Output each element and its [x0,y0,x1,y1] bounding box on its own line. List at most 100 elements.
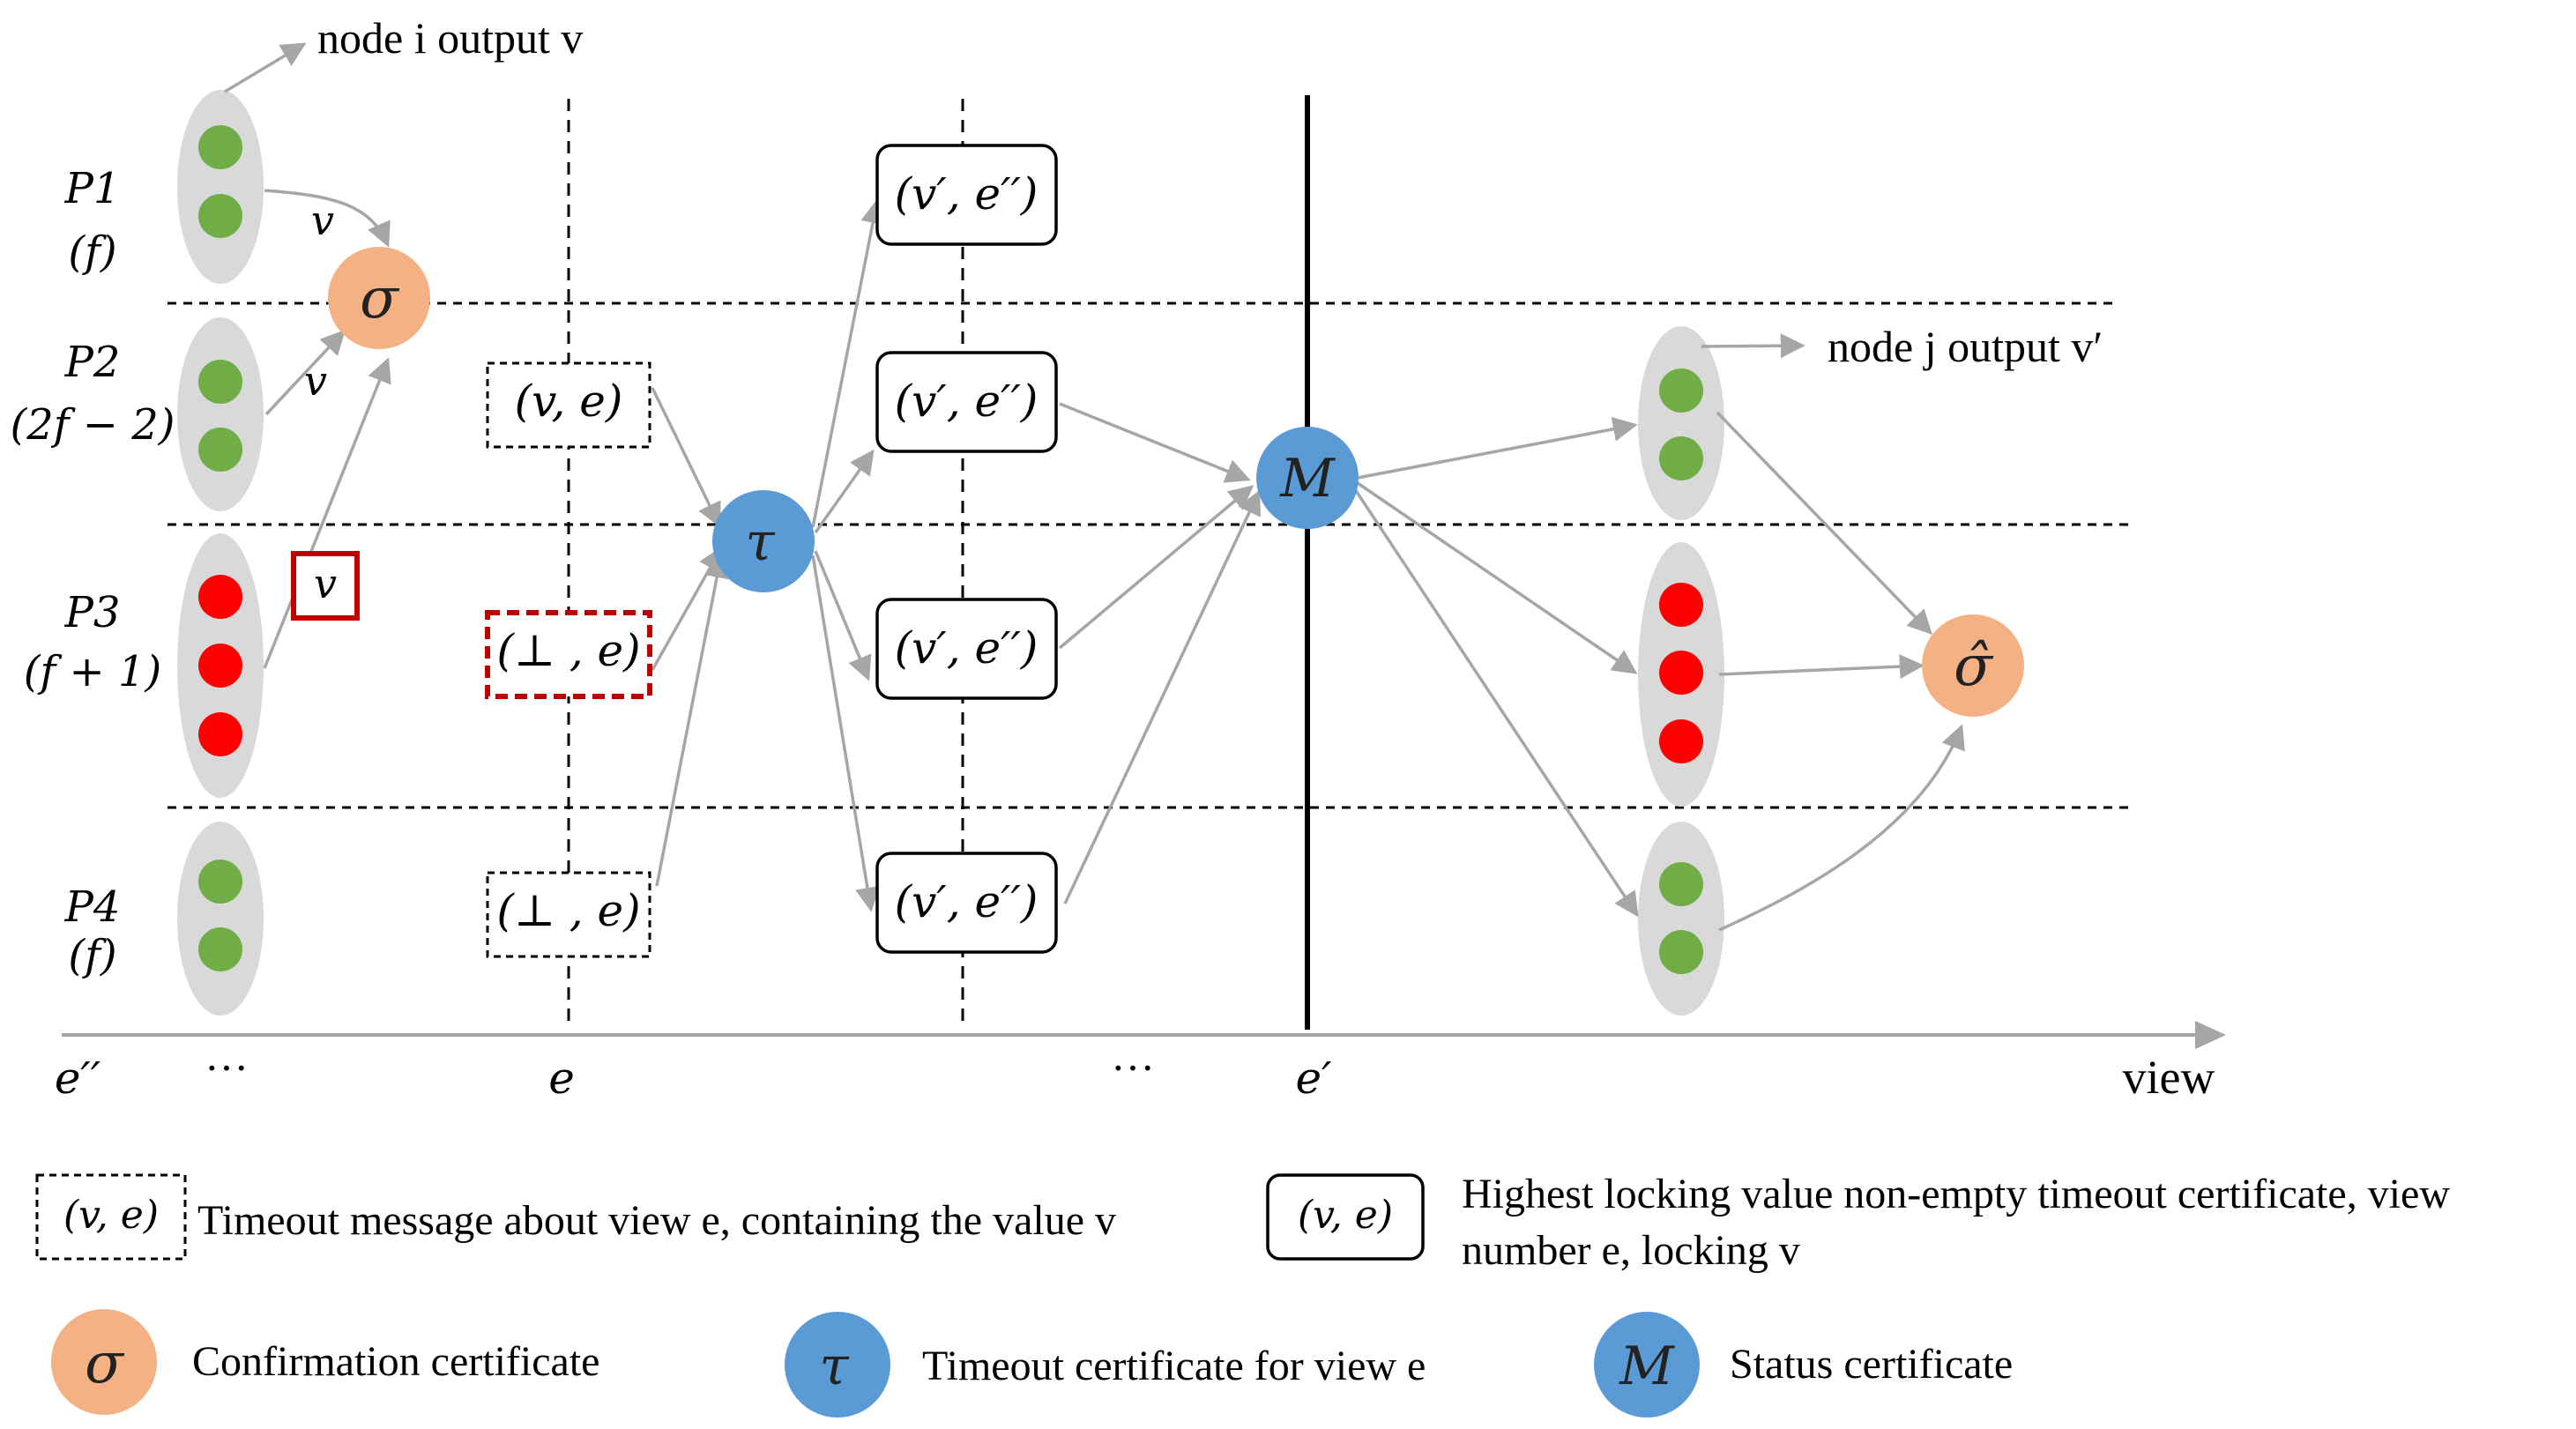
faulty-value-box [291,551,360,621]
timeout-message-text: (⊥ , e) [496,885,640,936]
axis-end-label: view [2123,1051,2215,1104]
partition-separators [168,301,2133,809]
faulty-timeout-message-text: (⊥ , e) [496,625,640,676]
axis-label-ellipsis: ··· [1111,1043,1155,1092]
arrow-tau-to-lock3 [814,550,872,681]
arrow-tau-to-lock1 [811,198,885,528]
legend-timeout-description: Timeout message about view e, containing… [197,1197,1116,1244]
timeout-messages: (v, e) (⊥ , e) (⊥ , e) [485,361,652,958]
legend-lock-sample-box [1266,1173,1425,1261]
legend-sigma-circle [51,1309,157,1415]
lock-certificate-box [875,351,1058,453]
lock-certificates: (v′, e′′) (v′, e′′) (v′, e′′) (v′, e′′) [875,144,1058,954]
faulty-value-label: v [314,560,337,607]
partition-size-p4: (f) [68,931,116,980]
legend-lock-description-line2: number e, locking v [1462,1227,1800,1274]
arrow-node-i-output [224,42,307,93]
faulty-node [198,575,242,619]
lock-certificate-text: (v′, e′′) [895,168,1039,220]
axis-label-e-prime: e′ [1296,1053,1333,1104]
edge-label-p2: v [304,357,327,405]
axis-label-ellipsis: ··· [205,1043,249,1092]
faulty-node [198,712,242,756]
legend-lock-sample-text: (v, e) [1298,1193,1393,1238]
honest-node [198,194,242,238]
axis-label-e-double-prime: e′′ [55,1053,101,1104]
faulty-node [1659,651,1703,695]
legend-tau-circle [785,1312,890,1418]
lock-certificate-box [875,144,1058,246]
legend-lock-description-line1: Highest locking value non-empty timeout … [1462,1171,2450,1217]
honest-node [1659,436,1703,480]
honest-node [1659,862,1703,906]
arrow-m-to-mid-group [1357,481,1638,674]
partition-name-p1: P1 [64,164,121,213]
arrow-timeout3-to-tau [655,553,729,887]
lock-certificate-text: (v′, e′′) [895,622,1039,674]
sigma-certificate [328,247,430,349]
legend-tau-description: Timeout certificate for view e [922,1343,1426,1389]
faulty-node [1659,719,1703,763]
arrow-tau-to-lock2 [814,449,875,534]
faulty-node [1659,583,1703,627]
tau-certificate [712,490,815,592]
lock-certificate-box [875,852,1058,954]
partition-name-p2: P2 [64,338,121,387]
honest-node [1659,368,1703,413]
honest-node [198,428,242,472]
arrow-timeout1-to-tau [651,387,721,528]
lock-certificate-text: (v′, e′′) [895,876,1039,927]
faulty-timeout-message-box [485,610,652,699]
partition-size-p2: (2f − 2) [10,400,175,450]
partition-size-p3: (f + 1) [24,647,162,696]
arrow-lock4-to-m [1063,489,1261,904]
legend-sigma-symbol: σ [85,1331,125,1396]
honest-node [198,125,242,169]
message-arrows [224,42,1965,932]
legend-m-circle [1594,1312,1700,1418]
legend-m-description: Status certificate [1730,1341,2013,1388]
sigma-hat-symbol: σ̂ [1954,634,1994,699]
legend-sigma-description: Confirmation certificate [192,1338,599,1385]
legend-timeout-sample-text: (v, e) [63,1193,159,1238]
arrow-p3-to-sigma [263,357,391,669]
arrow-tau-to-lock4 [811,554,880,912]
arrow-p2-to-sigma [264,329,346,416]
lock-certificate-box [875,598,1058,700]
node-dots [198,125,1703,974]
partition-name-p4: P4 [64,882,121,932]
node-i-output-label: node i output v [317,13,583,63]
tau-symbol: τ [745,511,775,573]
timeout-message-box [486,361,651,449]
arrow-p1-to-sigma [264,189,391,248]
sigma-hat-certificate [1922,614,2024,717]
m-symbol: M [1279,448,1336,510]
group-right-bottom [1638,822,1724,1016]
m-certificate [1256,427,1359,529]
partition-size-p1: (f) [68,227,116,277]
lock-certificate-text: (v′, e′′) [895,376,1039,427]
group-p1 [177,90,264,284]
edge-label-p1: v [311,197,334,244]
legend: (v, e) Timeout message about view e, con… [35,1171,2450,1418]
axis-labels: e′′ ··· e ··· e′ view [55,1043,2215,1104]
legend-tau-symbol: τ [819,1336,849,1397]
arrow-mid-group-to-sigma-hat [1718,654,1925,680]
timeout-message-box [486,871,651,958]
honest-node [1659,930,1703,974]
axis-label-e: e [548,1053,575,1104]
node-j-output-label: node j output v′ [1828,322,2103,371]
legend-timeout-sample-box [35,1173,187,1261]
certificate-circles: σ τ M σ̂ [328,247,2024,717]
legend-m-symbol: M [1619,1336,1675,1397]
group-p4 [177,822,264,1016]
honest-node [198,360,242,404]
arrow-lock3-to-m [1058,485,1254,650]
arrow-top-group-to-sigma-hat [1716,411,1932,636]
arrow-m-to-bottom-group [1351,486,1639,918]
timeout-message-text: (v, e) [515,376,623,427]
view-axis-arrowhead [2195,1021,2226,1049]
arrow-lock2-to-m [1059,402,1251,483]
group-right-top [1638,326,1724,520]
